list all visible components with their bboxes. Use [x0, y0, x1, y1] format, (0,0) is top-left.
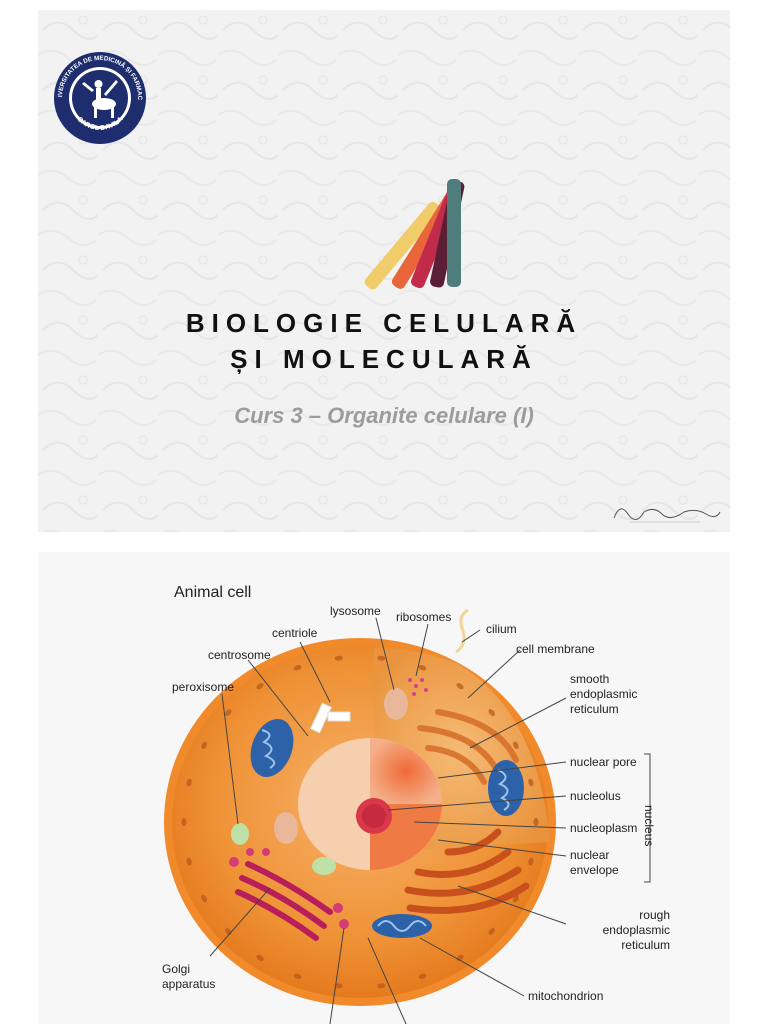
author-signature: [610, 500, 722, 524]
title-slide: UNIVERSITATEA DE MEDICINĂ ȘI FARMACIE CA…: [38, 10, 730, 532]
figure-title: Animal cell: [174, 584, 252, 601]
membrane-dot: [201, 741, 208, 750]
label-peroxisome: peroxisome: [172, 680, 235, 694]
label-lysosome: lysosome: [330, 604, 381, 618]
golgi-vesicles: [229, 848, 349, 929]
membrane-dot: [418, 664, 427, 671]
membrane-dot: [488, 927, 495, 935]
label-nuclear-envelope: nuclear envelope: [570, 848, 619, 877]
label-centrosome: centrosome: [208, 648, 271, 662]
label-nuclear-pore: nuclear pore: [570, 755, 637, 769]
vesicle-organelle: [274, 812, 298, 844]
course-subtitle: Curs 3 – Organite celulare (I): [234, 403, 534, 428]
animal-cell-slide: Animal cell lysosome ribosomes cilium ce…: [38, 552, 730, 1024]
membrane-dot: [528, 778, 534, 787]
label-cilium: cilium: [486, 622, 517, 636]
membrane-dot: [186, 778, 192, 787]
membrane-dot: [533, 818, 539, 826]
label-nucleoplasm: nucleoplasm: [570, 821, 638, 835]
membrane-dot: [201, 894, 208, 903]
golgi: [235, 861, 333, 941]
membrane-dot: [256, 683, 264, 690]
cilium-organelle: [455, 608, 469, 654]
membrane-dot: [334, 983, 343, 989]
membrane-dot: [186, 857, 192, 866]
course-title-line-2: ȘI MOLECULARĂ: [230, 344, 538, 374]
membrane-dot: [181, 818, 187, 826]
label-nucleus: nucleus: [642, 805, 656, 847]
membrane-dot: [377, 655, 386, 661]
peroxisome-organelle-2: [312, 857, 336, 875]
membrane-dot: [293, 973, 302, 980]
book-spine: [364, 201, 441, 290]
books-graphic: [364, 179, 465, 290]
label-smooth-er: smooth endoplasmic reticulum: [570, 672, 638, 716]
membrane-dot: [377, 983, 386, 989]
label-nucleolus: nucleolus: [570, 789, 621, 803]
membrane-dot: [528, 857, 534, 866]
book-spine: [447, 179, 461, 287]
mitochondria: [250, 718, 524, 938]
membrane-dot: [512, 741, 519, 750]
university-logo: UNIVERSITATEA DE MEDICINĂ ȘI FARMACIE CA…: [52, 50, 146, 144]
label-cell-membrane: cell membrane: [516, 642, 595, 656]
label-mitochondrion: mitochondrion: [528, 989, 604, 1003]
label-golgi: Golgi apparatus: [162, 962, 216, 991]
rough-er: [404, 828, 530, 914]
membrane-dot: [334, 655, 343, 661]
peroxisome-organelle: [231, 823, 249, 845]
label-ribosomes: ribosomes: [396, 610, 452, 624]
animal-cell-diagram: [164, 608, 651, 1024]
membrane-dot: [418, 973, 427, 980]
centriole-organelle: [309, 702, 351, 734]
course-title-line-1: BIOLOGIE CELULARĂ: [185, 308, 583, 338]
leader-lines: [209, 617, 567, 1024]
membrane-dot: [256, 954, 264, 961]
nucleus-bracket: [644, 753, 651, 883]
smooth-er: [417, 709, 519, 785]
ribosome-dots: [408, 678, 428, 696]
membrane-dot: [488, 709, 495, 717]
label-rough-er: rough endoplasmic reticulum: [602, 908, 670, 952]
label-centriole: centriole: [272, 626, 318, 640]
membrane-dot: [293, 664, 302, 671]
lysosome-organelle: [384, 688, 408, 720]
nucleus: [298, 738, 442, 870]
membrane-dot: [456, 683, 464, 690]
membrane-dot: [225, 709, 232, 717]
